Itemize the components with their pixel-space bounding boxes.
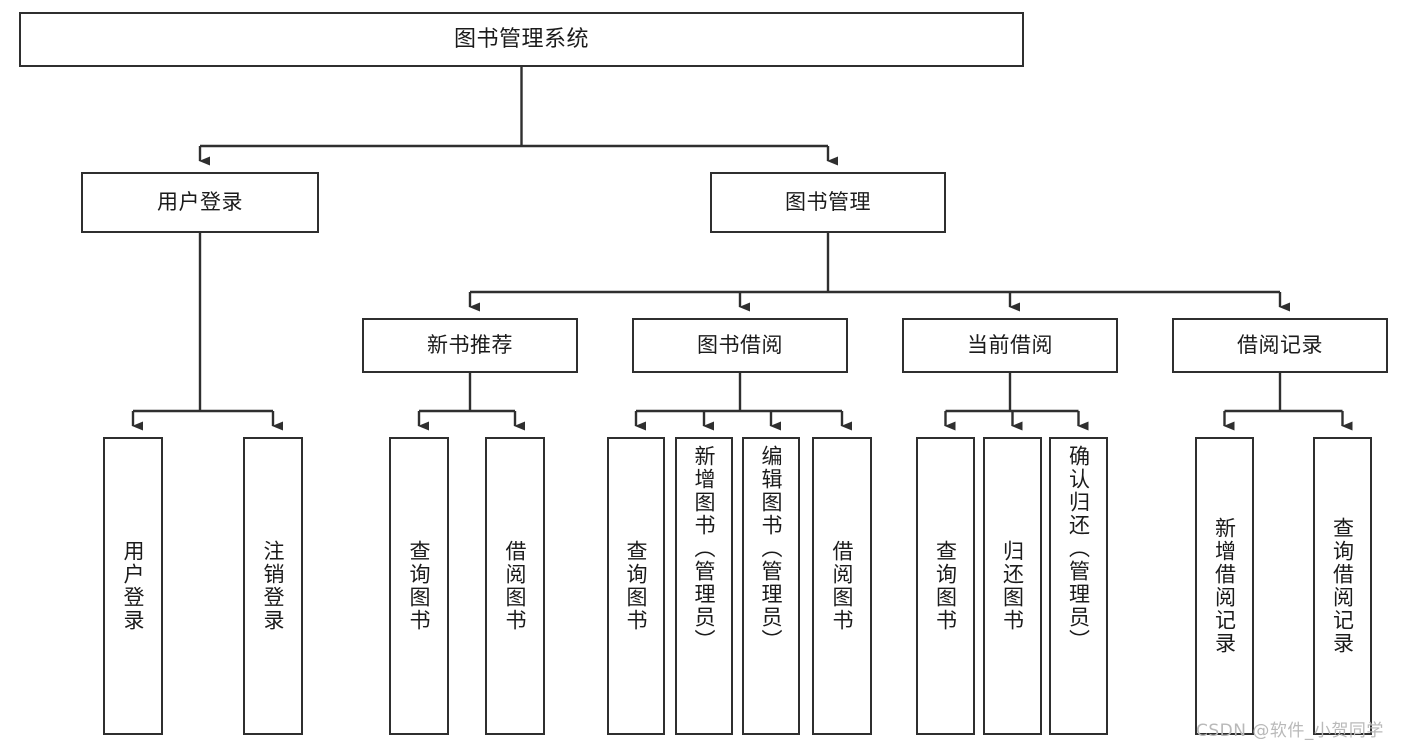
node-label: 借阅图书 — [503, 540, 528, 632]
node-label: 查询图书 — [933, 540, 958, 632]
node-borrow-record[interactable]: 借阅记录 — [1172, 318, 1388, 373]
node-label: 编辑图书（管理员） — [759, 445, 784, 652]
node-leaf-query-borrow-record[interactable]: 查询借阅记录 — [1313, 437, 1372, 735]
node-root[interactable]: 图书管理系统 — [19, 12, 1024, 67]
node-label: 新书推荐 — [427, 333, 513, 358]
node-new-book-recommend[interactable]: 新书推荐 — [362, 318, 578, 373]
node-label: 查询图书 — [407, 540, 432, 632]
node-label: 注销登录 — [261, 540, 286, 632]
node-leaf-add-borrow-record[interactable]: 新增借阅记录 — [1195, 437, 1254, 735]
node-book-manage[interactable]: 图书管理 — [710, 172, 946, 233]
node-leaf-user-login[interactable]: 用户登录 — [103, 437, 163, 735]
node-label: 用户登录 — [157, 190, 243, 215]
node-leaf-query-book-2[interactable]: 查询图书 — [607, 437, 665, 735]
node-label: 查询借阅记录 — [1330, 517, 1355, 655]
node-label: 当前借阅 — [967, 333, 1053, 358]
node-label: 借阅图书 — [830, 540, 855, 632]
node-leaf-edit-book-admin[interactable]: 编辑图书（管理员） — [742, 437, 800, 735]
node-leaf-borrow-book-2[interactable]: 借阅图书 — [812, 437, 872, 735]
node-book-borrow[interactable]: 图书借阅 — [632, 318, 848, 373]
node-leaf-logout-login[interactable]: 注销登录 — [243, 437, 303, 735]
node-leaf-return-book[interactable]: 归还图书 — [983, 437, 1042, 735]
node-label: 图书管理 — [785, 190, 871, 215]
node-label: 用户登录 — [121, 540, 146, 632]
node-label: 新增借阅记录 — [1212, 517, 1237, 655]
node-label: 归还图书 — [1000, 540, 1025, 632]
node-leaf-query-book-3[interactable]: 查询图书 — [916, 437, 975, 735]
node-user-login[interactable]: 用户登录 — [81, 172, 319, 233]
node-label: 图书管理系统 — [453, 26, 589, 52]
node-leaf-borrow-book-1[interactable]: 借阅图书 — [485, 437, 545, 735]
node-label: 图书借阅 — [697, 333, 783, 358]
node-leaf-add-book-admin[interactable]: 新增图书（管理员） — [675, 437, 733, 735]
node-label: 查询图书 — [624, 540, 649, 632]
node-label: 确认归还（管理员） — [1066, 445, 1091, 652]
node-label: 新增图书（管理员） — [692, 445, 717, 652]
node-current-borrow[interactable]: 当前借阅 — [902, 318, 1118, 373]
node-label: 借阅记录 — [1237, 333, 1323, 358]
node-leaf-confirm-return-admin[interactable]: 确认归还（管理员） — [1049, 437, 1108, 735]
csdn-watermark: CSDN @软件_小贺同学 — [1196, 721, 1384, 741]
node-leaf-query-book-1[interactable]: 查询图书 — [389, 437, 449, 735]
